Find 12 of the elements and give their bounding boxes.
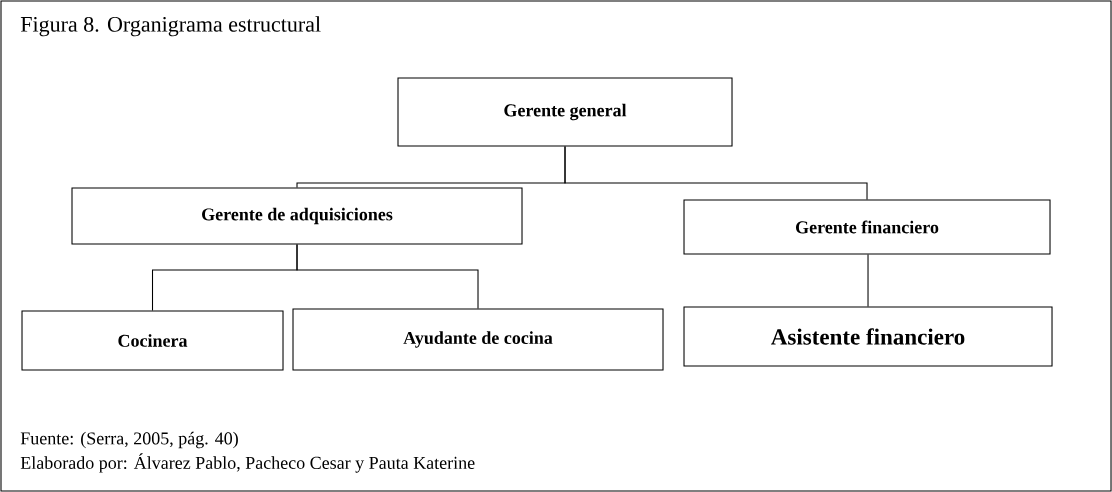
org-box: Gerente general <box>397 77 733 147</box>
source-note: Fuente: (Serra, 2005, pág. 40) <box>20 431 238 449</box>
org-box: Asistente financiero <box>683 306 1053 367</box>
connector-line <box>564 146 868 200</box>
org-box: Cocinera <box>21 310 284 371</box>
connector-line <box>867 254 869 307</box>
org-box: Gerente de adquisiciones <box>71 187 523 245</box>
source-note: Elaborado por: Álvarez Pablo, Pacheco Cesar y Pauta Katerine <box>20 453 475 473</box>
figure-title: Figura 8. Organigrama estructural <box>20 16 321 37</box>
connector-line <box>296 244 479 309</box>
org-box: Ayudante de cocina <box>292 308 664 371</box>
org-box: Gerente financiero <box>683 199 1051 255</box>
